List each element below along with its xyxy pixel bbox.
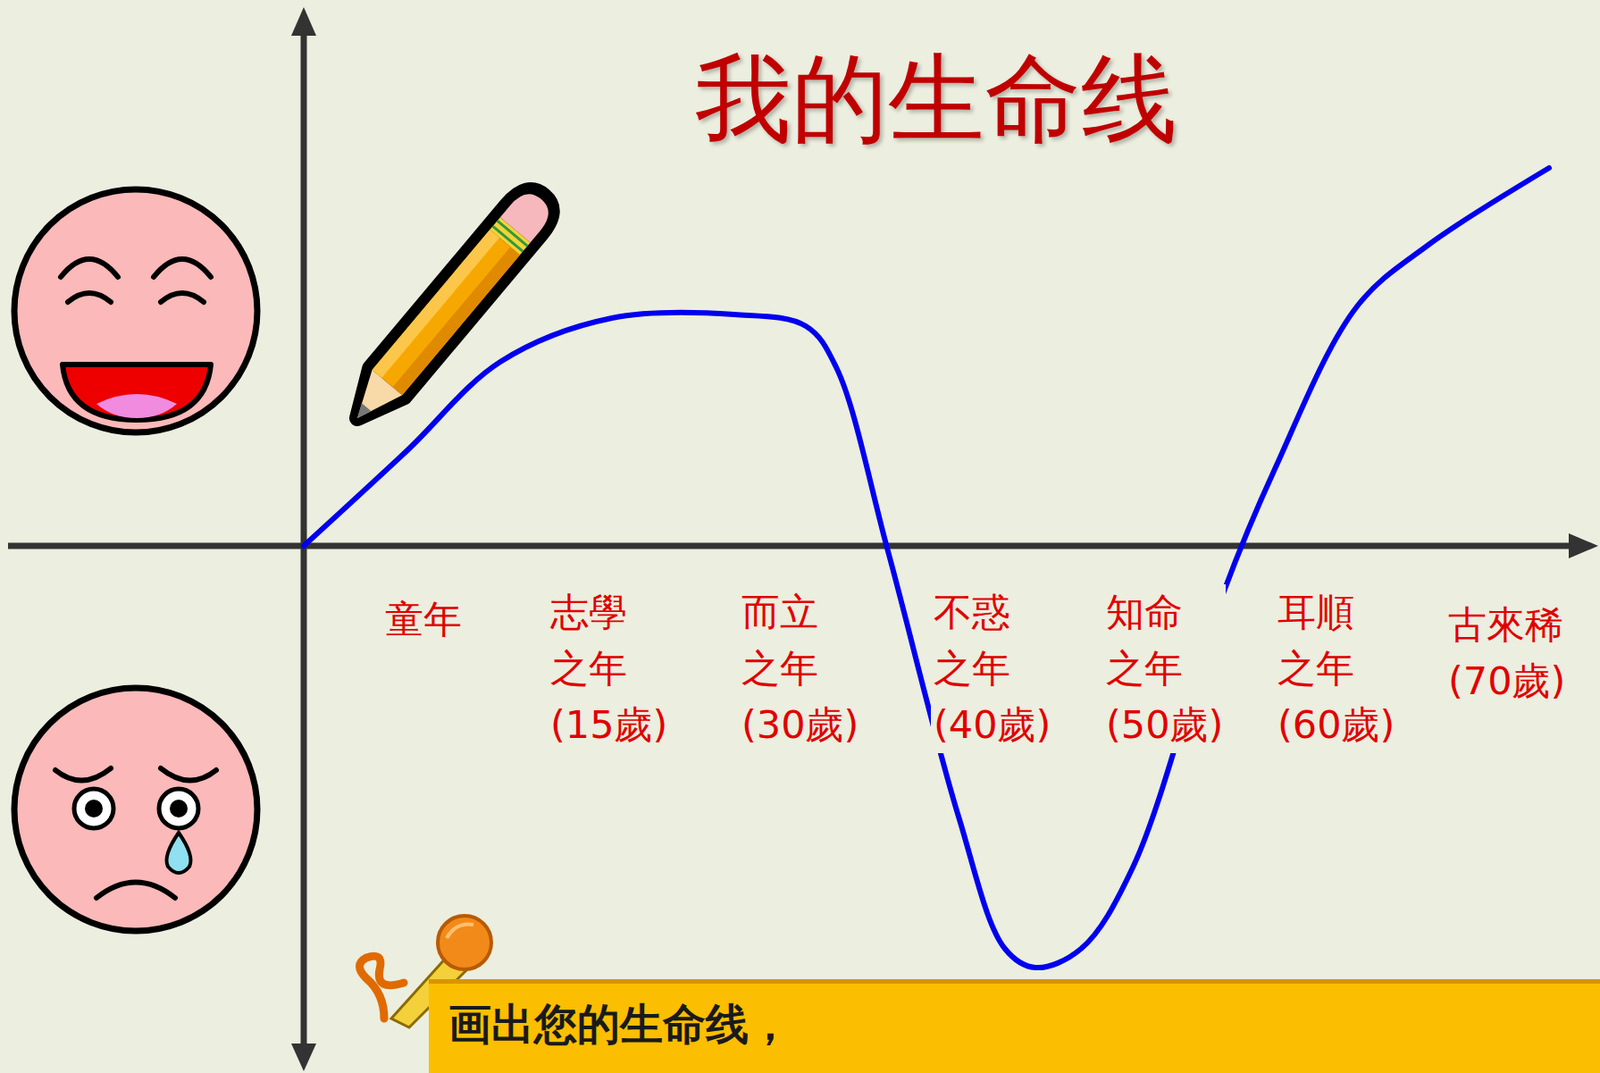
tear-drop <box>167 832 192 873</box>
axis-arrowhead <box>291 7 317 36</box>
prompt-banner: 画出您的生命线， <box>428 979 1600 1073</box>
age-label: 不惑 之年 (40歲) <box>930 584 1054 754</box>
sad-face <box>14 687 258 931</box>
age-label: 而立 之年 (30歲) <box>738 584 862 754</box>
life-curve-layer <box>303 167 1550 968</box>
age-label: 知命 之年 (50歲) <box>1103 584 1226 754</box>
chart-title: 我的生命线 <box>695 46 1178 153</box>
age-label: 童年 <box>382 591 465 648</box>
horizontal-axis <box>8 543 1577 550</box>
axis-arrowhead <box>1568 533 1599 559</box>
pencil <box>340 181 562 433</box>
age-label: 耳順 之年 (60歲) <box>1274 584 1398 754</box>
happy-face <box>14 189 258 433</box>
axis-arrowhead <box>291 1043 317 1072</box>
axes <box>8 7 1599 1072</box>
age-label: 古來稀 (70歲) <box>1445 596 1568 710</box>
prompt-text: 画出您的生命线， <box>448 996 792 1054</box>
age-label: 志學 之年 (15歲) <box>547 584 671 754</box>
life-curve <box>303 167 1550 968</box>
